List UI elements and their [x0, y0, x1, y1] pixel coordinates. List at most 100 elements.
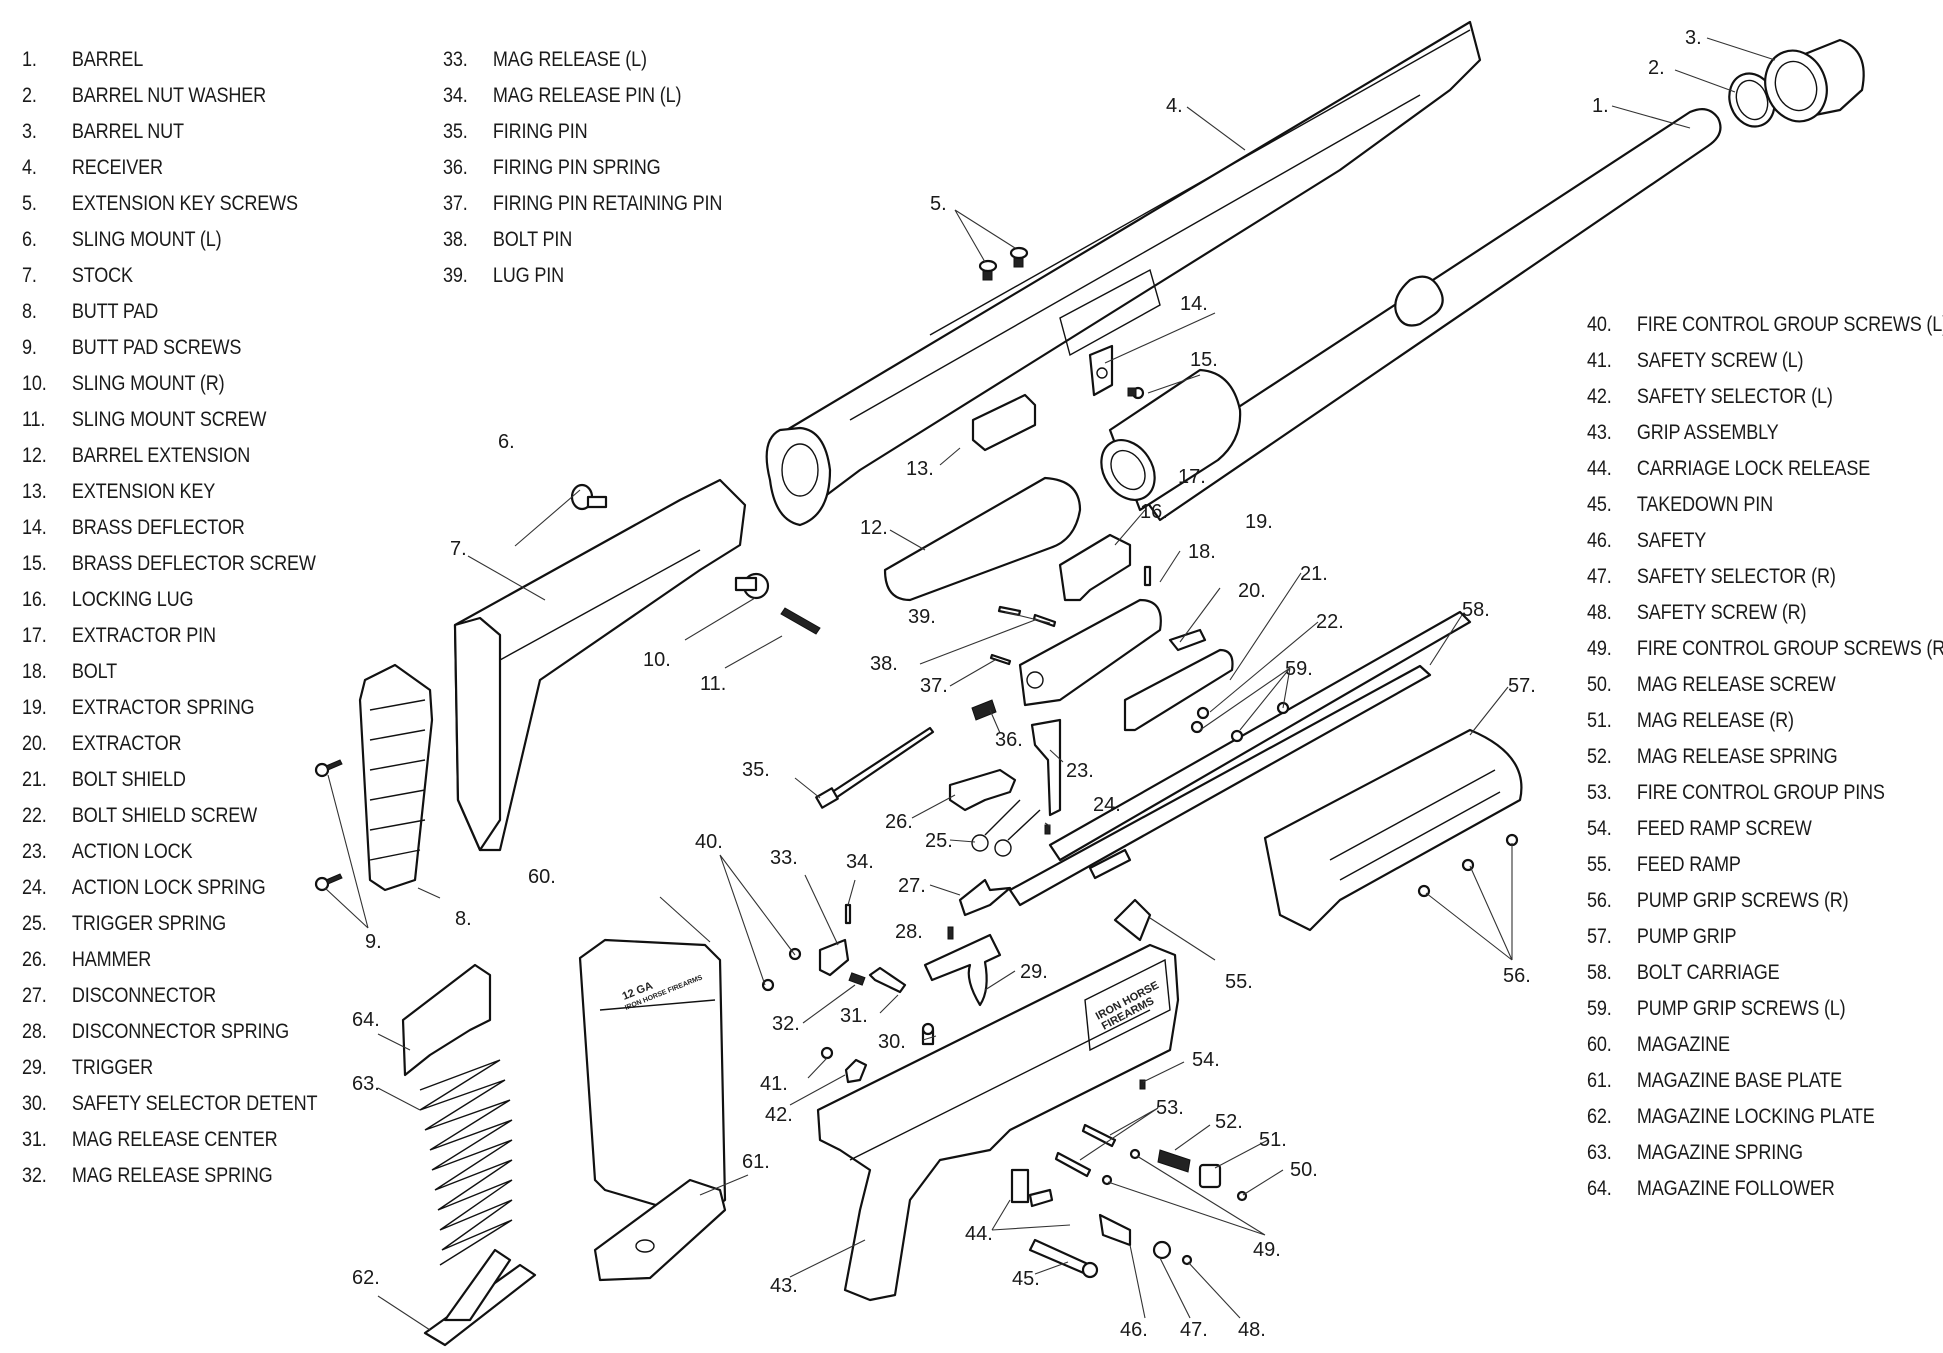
part-name: BARREL EXTENSION — [71, 444, 251, 467]
parts-list-item: 35.FIRING PIN — [443, 114, 753, 150]
part-number: 34. — [443, 84, 468, 107]
parts-list-item: 26.HAMMER — [22, 942, 332, 978]
parts-list-item: 44.CARRIAGE LOCK RELEASE — [1587, 451, 1897, 487]
callout-59: 59. — [1285, 658, 1313, 680]
safety-selector-right — [1152, 1240, 1172, 1260]
part-number: 62. — [1587, 1105, 1612, 1128]
safety-screw-left — [820, 1046, 834, 1060]
mag-release-screw — [1236, 1190, 1248, 1202]
callout-43: 43. — [770, 1275, 798, 1297]
parts-list-item: 36.FIRING PIN SPRING — [443, 150, 753, 186]
parts-list-item: 52.MAG RELEASE SPRING — [1587, 739, 1897, 775]
parts-list-item: 42.SAFETY SELECTOR (L) — [1587, 379, 1897, 415]
parts-list-item: 55.FEED RAMP — [1587, 847, 1897, 883]
part-number: 6. — [22, 228, 37, 251]
parts-list-item: 20.EXTRACTOR — [22, 726, 332, 762]
parts-list-item: 58.BOLT CARRIAGE — [1587, 955, 1897, 991]
callout-62: 62. — [352, 1267, 380, 1289]
part-number: 51. — [1587, 709, 1612, 732]
parts-list-item: 28.DISCONNECTOR SPRING — [22, 1014, 332, 1050]
parts-list-item: 21.BOLT SHIELD — [22, 762, 332, 798]
leader-lines — [324, 37, 1776, 1331]
part-number: 44. — [1587, 457, 1612, 480]
parts-list-item: 2.BARREL NUT WASHER — [22, 78, 332, 114]
part-name: SAFETY SELECTOR (L) — [1636, 385, 1833, 408]
part-number: 37. — [443, 192, 468, 215]
callout-19: 19. — [1245, 511, 1273, 533]
part-name: ACTION LOCK — [71, 840, 193, 863]
callout-35: 35. — [742, 759, 770, 781]
part-number: 57. — [1587, 925, 1612, 948]
callout-5: 5. — [930, 193, 947, 215]
callout-4: 4. — [1166, 95, 1183, 117]
brass-deflector-screw — [1127, 386, 1145, 400]
part-name: FIRE CONTROL GROUP PINS — [1636, 781, 1885, 804]
part-name: SLING MOUNT (L) — [71, 228, 222, 251]
part-name: TRIGGER SPRING — [71, 912, 227, 935]
parts-list-item: 6. SLING MOUNT (L) — [22, 222, 332, 258]
parts-list-item: 32.MAG RELEASE SPRING — [22, 1158, 332, 1194]
part-name: EXTENSION KEY — [71, 480, 216, 503]
callout-53: 53. — [1156, 1097, 1184, 1119]
parts-list-item: 43.GRIP ASSEMBLY — [1587, 415, 1897, 451]
bolt-shield — [1123, 648, 1234, 732]
parts-list-item: 3. BARREL NUT — [22, 114, 332, 150]
fire-control-pins — [1054, 1123, 1117, 1178]
callout-42: 42. — [765, 1104, 793, 1126]
part-number: 18. — [22, 660, 47, 683]
parts-list-item: 29.TRIGGER — [22, 1050, 332, 1086]
callout-36: 36. — [995, 729, 1023, 751]
callout-60: 60. — [528, 866, 556, 888]
part-number: 20. — [22, 732, 47, 755]
callout-23: 23. — [1066, 760, 1094, 782]
sling-mount-right — [734, 572, 770, 600]
callout-51: 51. — [1259, 1129, 1287, 1151]
part-name: FIRING PIN — [492, 120, 588, 143]
part-number: 7. — [22, 264, 37, 287]
callout-41: 41. — [760, 1073, 788, 1095]
parts-list-item: 50.MAG RELEASE SCREW — [1587, 667, 1897, 703]
hammer — [948, 768, 1017, 812]
parts-list-item: 12.BARREL EXTENSION — [22, 438, 332, 474]
parts-list-item: 63.MAGAZINE SPRING — [1587, 1135, 1897, 1171]
callout-20: 20. — [1238, 580, 1266, 602]
part-number: 33. — [443, 48, 468, 71]
part-name: MAGAZINE — [1636, 1033, 1730, 1056]
part-name: MAG RELEASE PIN (L) — [492, 84, 682, 107]
callout-17: 17. — [1178, 466, 1206, 488]
parts-list-item: 45.TAKEDOWN PIN — [1587, 487, 1897, 523]
part-name: GRIP ASSEMBLY — [1636, 421, 1779, 444]
callout-46: 46. — [1120, 1319, 1148, 1341]
parts-list-item: 64.MAGAZINE FOLLOWER — [1587, 1171, 1897, 1207]
parts-list-item: 41.SAFETY SCREW (L) — [1587, 343, 1897, 379]
callout-6: 6. — [498, 431, 515, 453]
part-name: MAG RELEASE (R) — [1636, 709, 1794, 732]
part-number: 17. — [22, 624, 47, 647]
callout-11: 11. — [700, 673, 726, 695]
part-number: 10. — [22, 372, 47, 395]
locking-lug — [1058, 533, 1132, 602]
part-name: BARREL NUT WASHER — [71, 84, 266, 107]
part-number: 38. — [443, 228, 468, 251]
callout-1: 1. — [1592, 95, 1609, 117]
part-name: SAFETY SCREW (R) — [1636, 601, 1807, 624]
part-number: 61. — [1587, 1069, 1612, 1092]
grip-assembly: IRON HORSE FIREARMS — [816, 943, 1180, 1302]
callout-7: 7. — [450, 538, 467, 560]
part-name: BARREL NUT — [71, 120, 184, 143]
brass-deflector — [1088, 344, 1114, 397]
barrel-extension — [883, 476, 1082, 602]
pump-grip-screws-left — [1190, 701, 1290, 743]
part-name: FEED RAMP SCREW — [1636, 817, 1812, 840]
disconnector — [958, 878, 1012, 917]
callout-55: 55. — [1225, 971, 1253, 993]
trigger-spring — [971, 799, 1041, 857]
part-number: 11. — [22, 408, 46, 431]
part-name: BOLT CARRIAGE — [1636, 961, 1780, 984]
part-number: 3. — [22, 120, 37, 143]
part-number: 31. — [22, 1128, 47, 1151]
part-number: 36. — [443, 156, 468, 179]
part-name: LUG PIN — [492, 264, 564, 287]
callout-9: 9. — [365, 931, 382, 953]
firing-pin — [815, 726, 935, 809]
